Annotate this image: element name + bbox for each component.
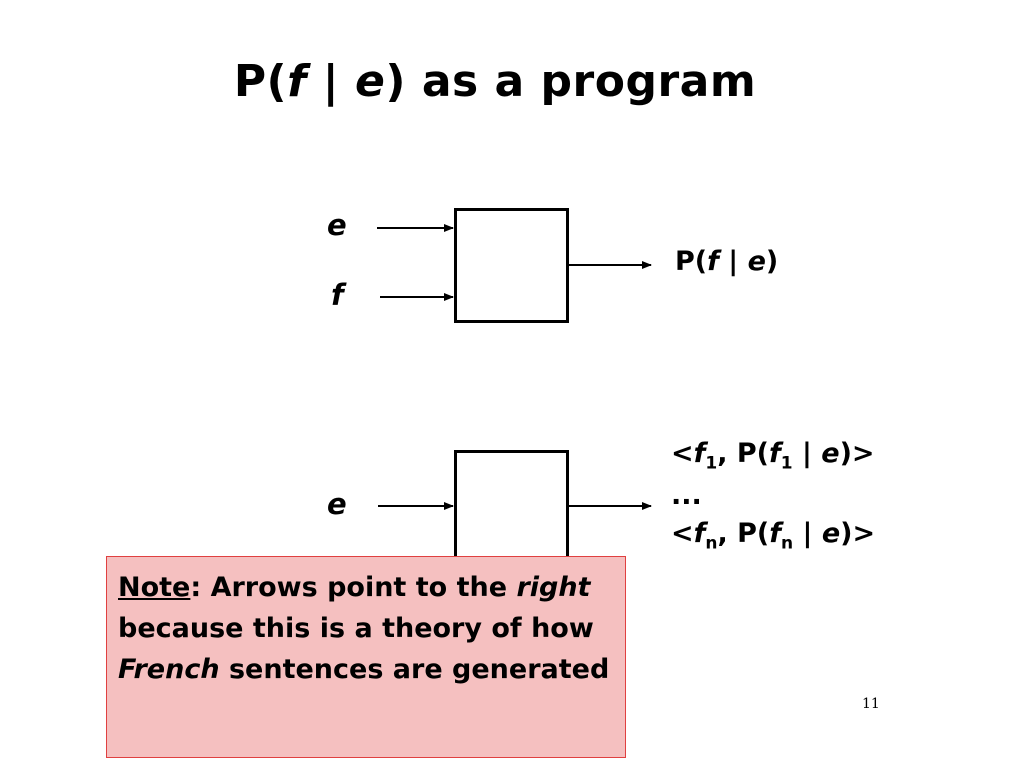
program-box-2 xyxy=(454,450,569,573)
label-e-input-2: e xyxy=(327,487,347,521)
page-number: 11 xyxy=(862,696,880,712)
label-f-input-1: f xyxy=(331,278,344,312)
slide-title: P(f | e) as a program xyxy=(233,56,757,107)
label-output-first: <f1, P(f1 | e)> xyxy=(671,438,875,474)
label-output-1: P(f | e) xyxy=(675,246,779,277)
label-output-last: <fn, P(fn | e)> xyxy=(671,518,876,554)
program-box-1 xyxy=(454,208,569,323)
note-label: Note xyxy=(118,572,191,603)
label-e-input-1: e xyxy=(327,208,347,242)
label-output-ellipsis: ... xyxy=(671,480,702,511)
note-callout: Note: Arrows point to the right because … xyxy=(106,556,626,758)
